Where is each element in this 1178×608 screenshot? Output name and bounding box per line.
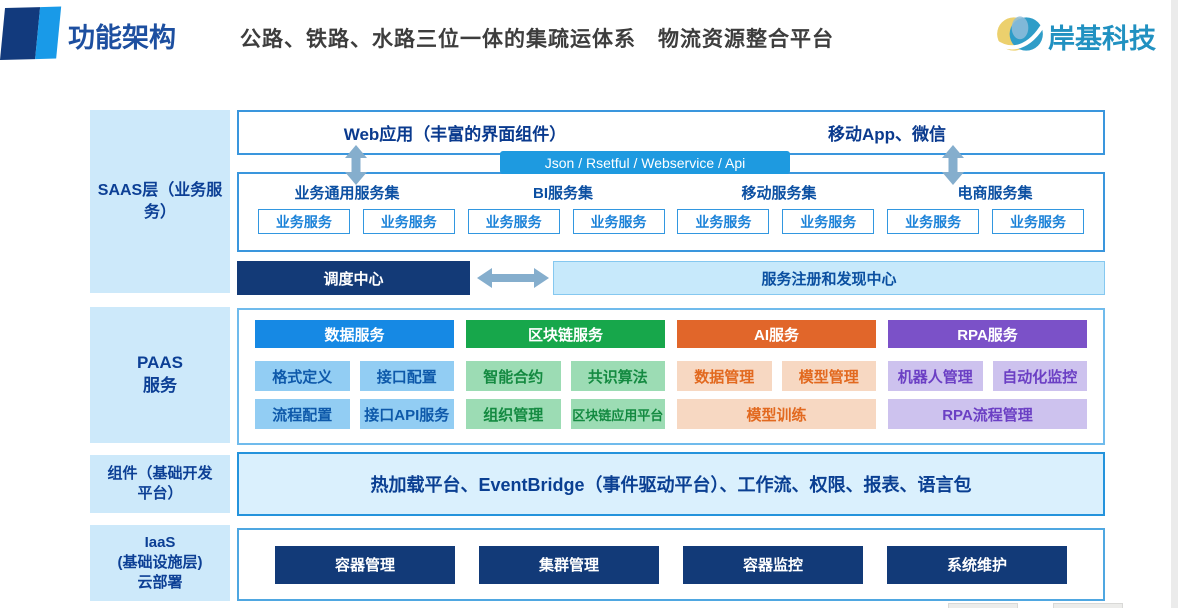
company-logo-text: 岸基科技	[1048, 24, 1156, 54]
business-service-box: 业务服务	[992, 209, 1084, 234]
business-service-box: 业务服务	[887, 209, 980, 234]
iaas-item: 容器管理	[275, 545, 455, 584]
business-service-box: 业务服务	[467, 209, 560, 234]
paas-item: 组织管理	[466, 399, 561, 429]
cutoff-button[interactable]	[948, 603, 1018, 608]
company-logo: 岸基科技	[993, 8, 1156, 65]
web-app-label: Web应用（丰富的界面组件）	[343, 125, 567, 144]
service-group-label: 业务通用服务集	[294, 185, 400, 202]
paas-header: AI服务	[677, 320, 876, 348]
paas-item-wide: RPA流程管理	[888, 399, 1087, 429]
service-group-label: BI服务集	[532, 185, 593, 202]
paas-column-blockchain: 区块链服务 智能合约 共识算法 组织管理 区块链应用平台	[466, 320, 665, 433]
iaas-box: 容器管理 集群管理 容器监控 系统维护	[237, 528, 1105, 601]
layer-label-saas: SAAS层（业务服 务）	[90, 110, 230, 293]
layer-label-component: 组件（基础开发 平台）	[90, 455, 230, 513]
page-subtitle: 公路、铁路、水路三位一体的集疏运体系 物流资源整合平台	[240, 28, 834, 51]
saas-services-box: 业务通用服务集 BI服务集 移动服务集 电商服务集 业务服务 业务服务 业务服务…	[237, 172, 1105, 252]
service-registry-box: 服务注册和发现中心	[553, 261, 1105, 295]
paas-column-rpa: RPA服务 机器人管理 自动化监控 RPA流程管理	[888, 320, 1087, 433]
component-platform-box: 热加载平台、EventBridge（事件驱动平台）、工作流、权限、报表、语言包	[237, 452, 1105, 516]
paas-header: 区块链服务	[466, 320, 665, 348]
paas-item: 机器人管理	[888, 361, 983, 391]
cutoff-button[interactable]	[1053, 603, 1123, 608]
business-service-box: 业务服务	[362, 209, 455, 234]
paas-box: 数据服务 格式定义 接口配置 流程配置 接口API服务 区块链服务 智能合约 共…	[237, 308, 1105, 445]
paas-item: 自动化监控	[992, 361, 1087, 391]
dispatch-center-box: 调度中心	[237, 261, 470, 295]
business-service-box: 业务服务	[257, 209, 350, 234]
paas-item: 区块链应用平台	[570, 399, 665, 429]
paas-item: 接口API服务	[359, 399, 454, 429]
layer-label-iaas: IaaS (基础设施层) 云部署	[90, 525, 230, 601]
vertical-arrow-icon	[942, 145, 964, 190]
paas-item: 模型管理	[781, 361, 876, 391]
service-group-label: 移动服务集	[741, 185, 817, 202]
business-service-box: 业务服务	[677, 209, 770, 234]
company-logo-icon	[993, 8, 1046, 65]
paas-item: 共识算法	[570, 361, 665, 391]
page-title: 功能架构	[68, 23, 176, 53]
brand-mark-icon	[0, 6, 62, 60]
mobile-app-label: 移动App、微信	[827, 125, 947, 144]
service-group-label: 电商服务集	[957, 185, 1033, 202]
paas-item: 格式定义	[255, 361, 350, 391]
paas-item: 智能合约	[466, 361, 561, 391]
window-edge	[1171, 0, 1178, 608]
web-app-box: Web应用（丰富的界面组件） 移动App、微信	[237, 110, 1105, 155]
iaas-item: 容器监控	[683, 545, 863, 584]
api-protocol-bar: Json / Rsetful / Webservice / Api	[500, 151, 790, 174]
paas-column-ai: AI服务 数据管理 模型管理 模型训练	[677, 320, 876, 433]
bidirectional-arrow-icon	[477, 268, 549, 293]
vertical-arrow-icon	[345, 145, 367, 190]
paas-column-data-service: 数据服务 格式定义 接口配置 流程配置 接口API服务	[255, 320, 454, 433]
paas-item-wide: 模型训练	[677, 399, 876, 429]
paas-item: 接口配置	[359, 361, 454, 391]
layer-label-paas: PAAS 服务	[90, 307, 230, 443]
brand-mark-navy	[0, 7, 40, 60]
business-service-box: 业务服务	[782, 209, 875, 234]
paas-item: 数据管理	[677, 361, 772, 391]
iaas-item: 系统维护	[887, 545, 1067, 584]
business-service-box: 业务服务	[572, 209, 665, 234]
brand-mark-blue	[34, 6, 62, 60]
paas-item: 流程配置	[255, 399, 350, 429]
paas-header: 数据服务	[255, 320, 454, 348]
iaas-item: 集群管理	[479, 545, 659, 584]
paas-header: RPA服务	[888, 320, 1087, 348]
